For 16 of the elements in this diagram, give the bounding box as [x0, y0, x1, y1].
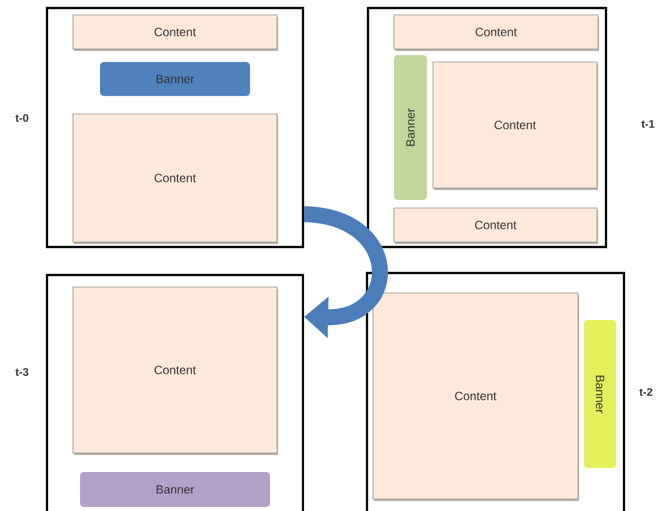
- banner-box: Banner: [100, 62, 250, 96]
- time-label: t-3: [15, 368, 28, 376]
- content-box: Content: [72, 286, 278, 454]
- content-box: Content: [432, 62, 598, 188]
- time-label: t-2: [639, 388, 652, 396]
- time-label: t-0: [15, 114, 28, 122]
- banner-box: Banner: [80, 472, 270, 507]
- time-label: t-1: [641, 120, 654, 128]
- banner-box: Banner: [394, 55, 427, 200]
- curved-arrow: [303, 206, 388, 338]
- content-box: Content: [72, 14, 278, 50]
- content-box: Content: [72, 114, 278, 242]
- content-box: Content: [372, 292, 578, 500]
- banner-box: Banner: [584, 320, 616, 468]
- content-box: Content: [394, 208, 598, 242]
- content-box: Content: [394, 14, 598, 50]
